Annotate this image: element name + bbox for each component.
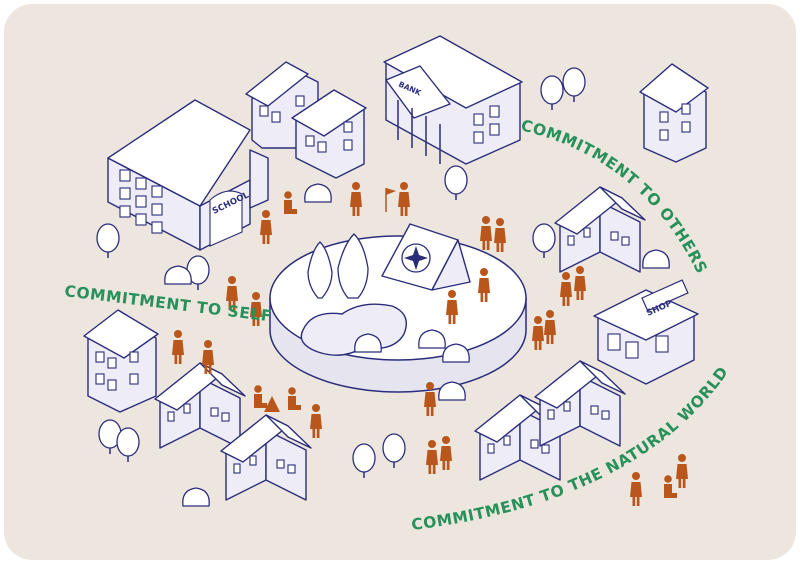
campfire-icon (264, 396, 280, 412)
shop-building: SHOP (593, 279, 699, 385)
house-building (83, 309, 159, 413)
tree-icon (337, 233, 369, 299)
house-building (639, 63, 709, 163)
tent (381, 223, 471, 291)
house-building (291, 89, 367, 179)
tree-icon (307, 241, 333, 299)
bank-building: BANK (383, 35, 523, 165)
compass-icon (404, 246, 428, 270)
people-group (172, 182, 688, 506)
school-building: SCHOOL (107, 99, 269, 251)
